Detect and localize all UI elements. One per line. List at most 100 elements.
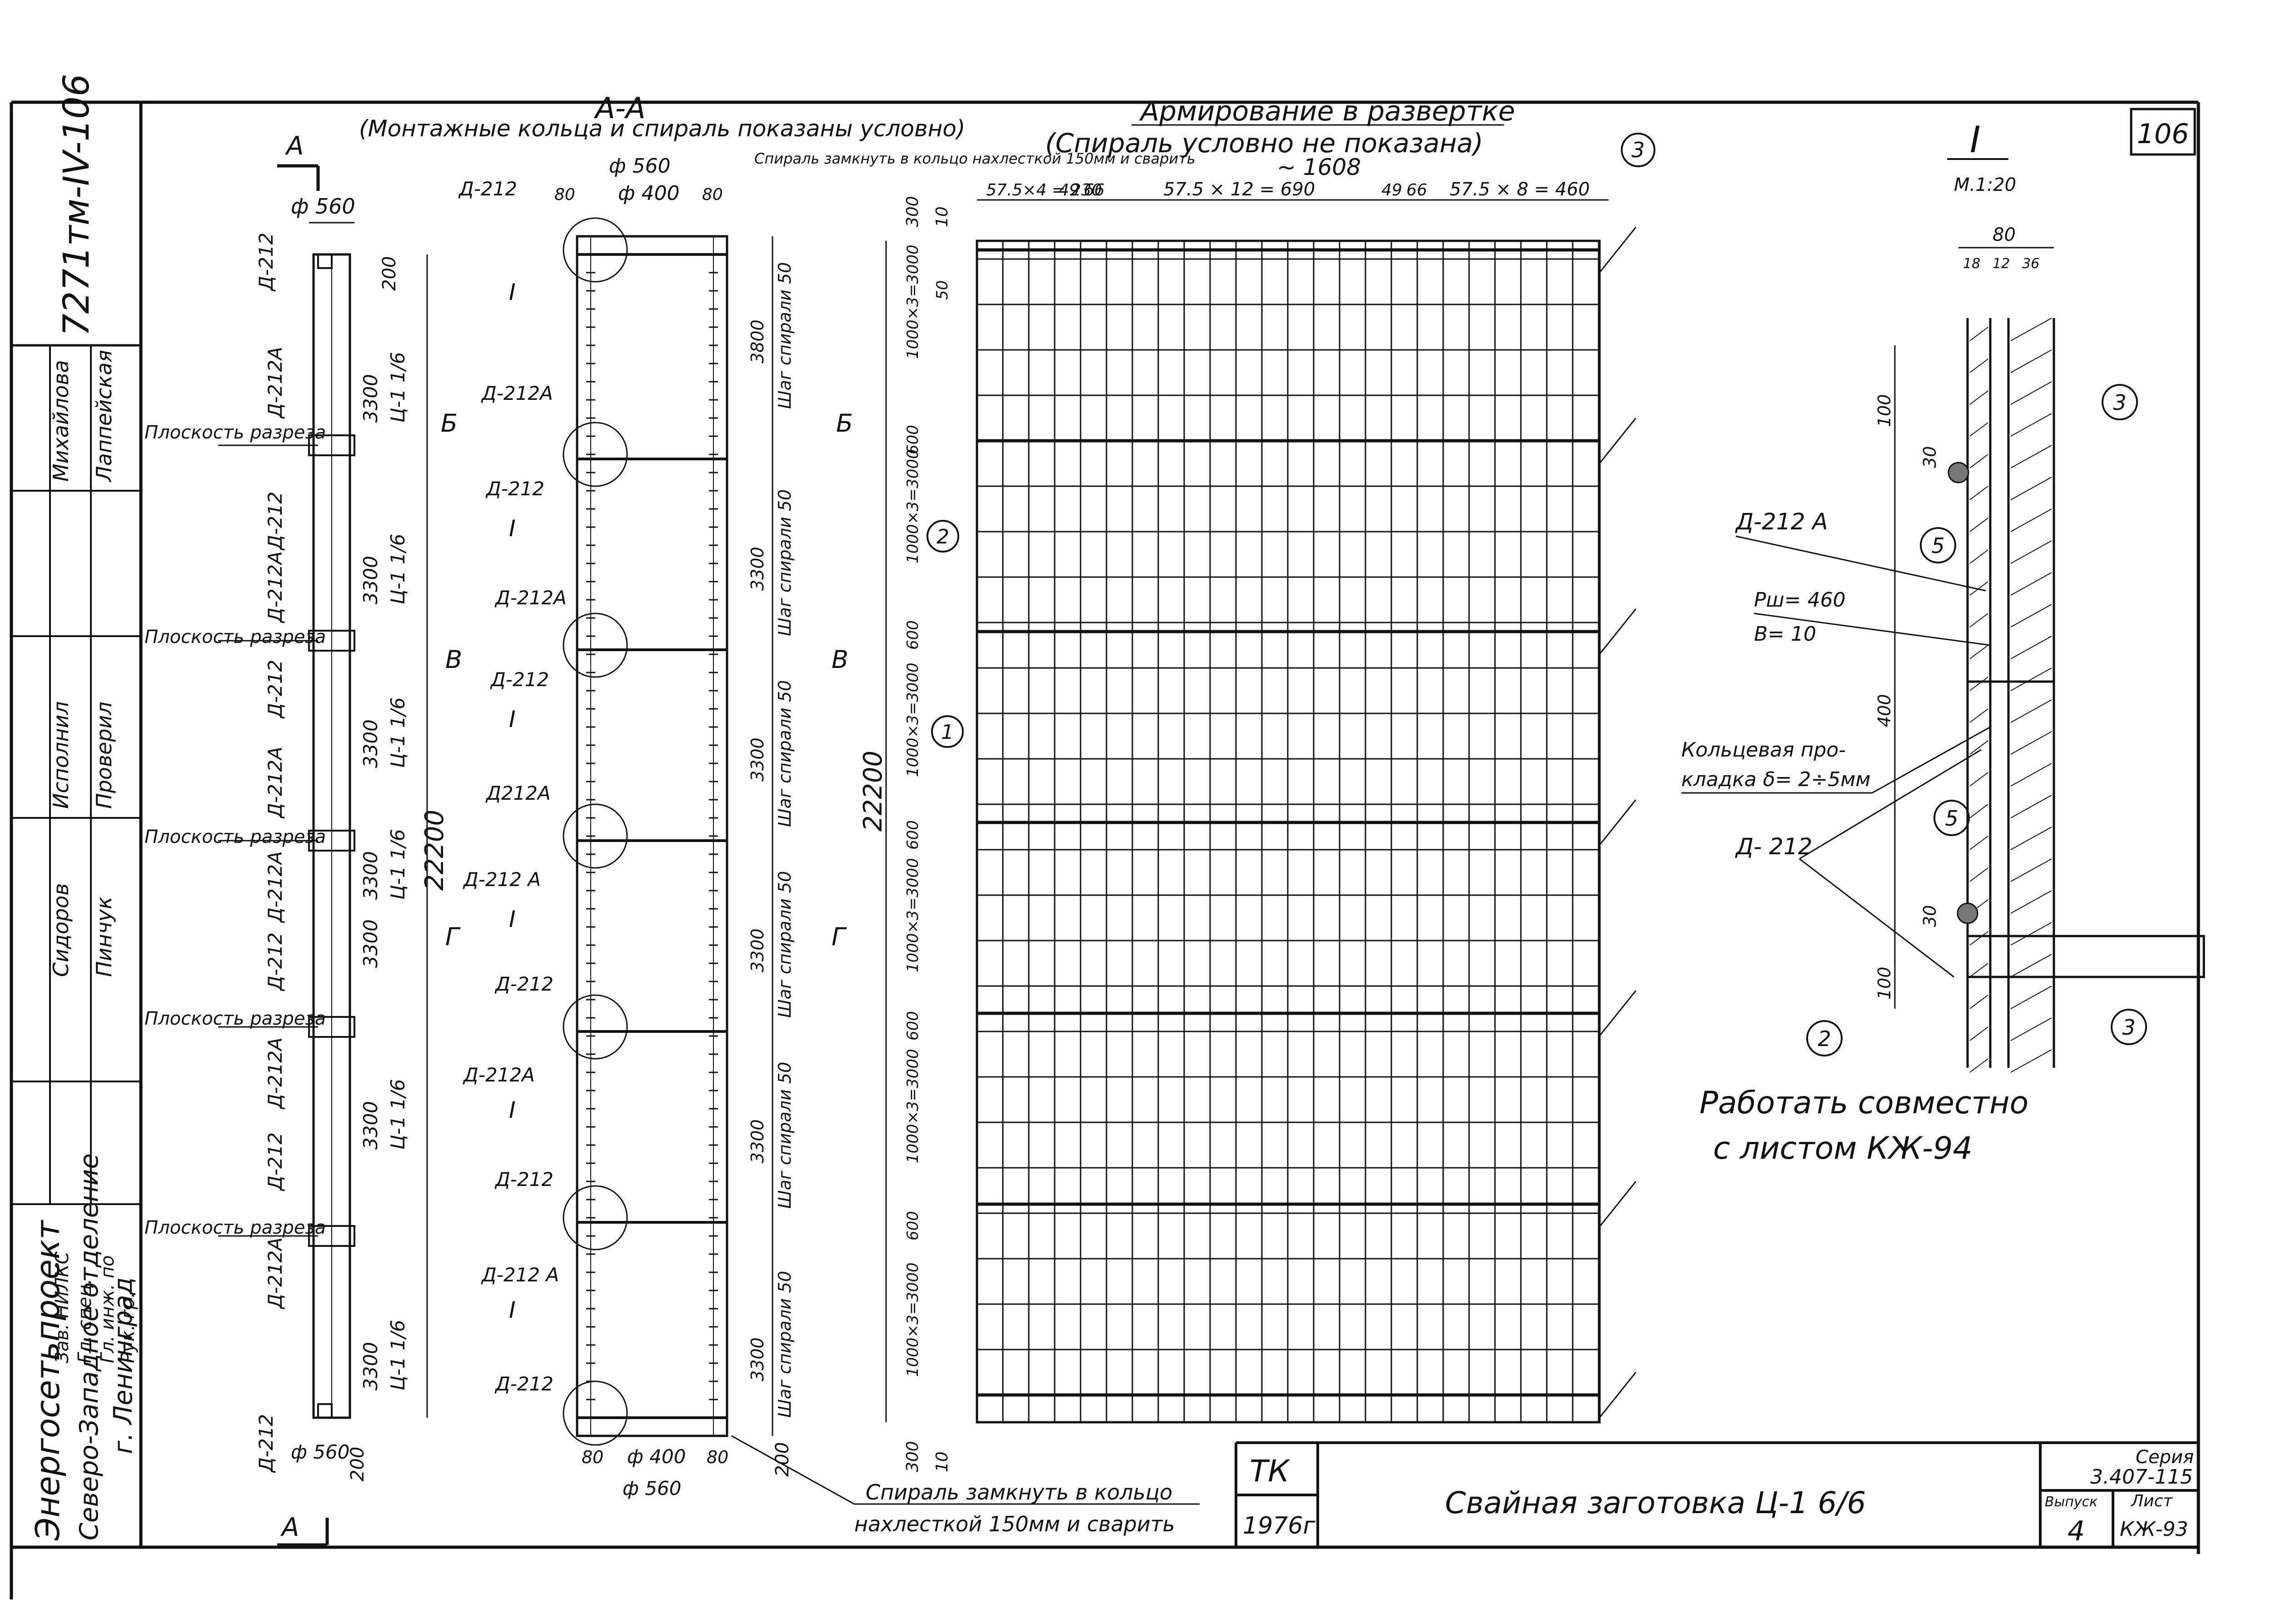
hatch-line (2010, 1017, 2052, 1041)
detail-dim: 100 (1874, 966, 1894, 1000)
section-mark: Г (445, 922, 461, 951)
detail-circle (563, 803, 628, 869)
section-plane-label: Плоскость разреза (144, 422, 326, 443)
role-title: Исполнил (49, 701, 73, 809)
left-strip: 7271тм-IV-106 Михайлова Лаппейская Испол… (11, 74, 141, 1541)
hatch-line (2010, 699, 2052, 723)
grid-leader (1599, 1372, 1637, 1418)
sheet-corner-number: 106 (2137, 118, 2189, 150)
segment-length: 3300 (359, 556, 382, 604)
joint-label: Д-212А (264, 851, 286, 923)
segment-length: 3300 (359, 919, 382, 968)
unfold-subtitle: (Спираль условно не показана) (1045, 128, 1483, 159)
width-part: 49 (1381, 181, 1402, 199)
role-title: Рук. гр. (118, 1292, 139, 1363)
section-seg-len: 3300 (747, 928, 767, 972)
section-mark-a-bottom: А (280, 1513, 299, 1542)
note-line-2: с листом КЖ-94 (1713, 1131, 1973, 1166)
section-wall: 80 (554, 185, 575, 204)
note-line-1: Работать совместно (1699, 1085, 2028, 1121)
hatch-line (2010, 858, 2052, 882)
section-pitch: Шаг спирали 50 (775, 1062, 795, 1209)
segment-length: 3300 (359, 719, 382, 768)
joint-labels: Д-212 Д-212А Д-212 Д-212А Д-212 Д-212А Д… (255, 233, 286, 1473)
hatch-line (1969, 708, 1988, 723)
band-dim: 1000×3=3000 (904, 244, 922, 359)
hatch-line (2010, 954, 2052, 977)
section-mark: В (445, 645, 462, 674)
section-bottom-dim: 200 (772, 1442, 793, 1477)
section-aa-view: А-А (Монтажные кольца и спираль показаны… (359, 92, 1200, 1536)
role-name: Михайлова (49, 360, 73, 482)
detail-title: I (1970, 119, 1981, 161)
unfold-width-parts: 57.5×4 = 230 49 66 57.5 × 12 = 690 49 66… (977, 179, 1609, 201)
spiral-note-top: Спираль замкнуть в кольцо нахлесткой 150… (754, 150, 1196, 167)
segment-code: Ц-1 1/6 (387, 534, 409, 604)
gap-dim: 600 (904, 1011, 922, 1041)
detail-circle (563, 422, 628, 487)
unfold-title: Армирование в развертке (1139, 95, 1515, 127)
unfold-total-height: 22200 (858, 751, 888, 832)
pile-tip (317, 1403, 333, 1419)
grid-leader (1599, 418, 1637, 464)
step-dim: 50 (933, 280, 952, 300)
organization-city: г. Ленинград (109, 1277, 138, 1454)
hatch-line (1969, 422, 1988, 437)
section-wall: 80 (707, 1447, 728, 1467)
gap-dim: 600 (904, 820, 922, 850)
pile-total-height: 22200 (420, 810, 449, 891)
section-label: Д-212 (485, 478, 544, 500)
section-wall: 80 (702, 185, 723, 204)
role-title: Гл. спец. (75, 1279, 95, 1363)
segment-code: Ц-1 1/6 (387, 697, 409, 768)
section-aa-note: (Монтажные кольца и спираль показаны усл… (359, 115, 965, 142)
role-title: Зав. НИЛКС (52, 1251, 73, 1363)
section-first-len: 3800 (747, 319, 767, 364)
hatch-line (2010, 477, 2052, 500)
pile-top-dim: 200 (379, 256, 400, 291)
detail-callout: I (509, 1297, 516, 1323)
segment-length: 3300 (359, 374, 382, 423)
titleblock-stamp: ТК (1250, 1454, 1290, 1489)
pile-joints (218, 254, 355, 1419)
section-label: Д-212 (458, 178, 517, 200)
sheet-frame (10, 100, 2200, 1599)
hatch-line (1969, 677, 1988, 691)
grid-leader (1599, 1181, 1637, 1227)
segment-code: Ц-1 1/6 (387, 829, 409, 900)
spiral-note-bottom-2: нахлесткой 150мм и сварить (854, 1512, 1175, 1536)
drawing-code: 7271тм-IV-106 (56, 74, 97, 336)
hatch-line (2010, 668, 2052, 691)
callout-number: 3 (1631, 138, 1644, 162)
section-outer-diameter: ф 560 (623, 1477, 681, 1499)
section-pitch: Шаг спирали 50 (775, 680, 795, 827)
segment-code: Ц-1 1/6 (387, 1320, 409, 1390)
callout-number: 1 (941, 721, 954, 744)
series-value: 3.407-115 (2090, 1465, 2193, 1489)
work-note: Работать совместно с листом КЖ-94 (1699, 1085, 2028, 1166)
title-block: ТК 1976г Свайная заготовка Ц-1 6/6 Серия… (1235, 1441, 2198, 1547)
section-label: Д-212 А (481, 1264, 559, 1286)
pile-bottom-dim: 200 (347, 1447, 368, 1481)
section-plane-label: Плоскость разреза (144, 627, 326, 648)
unfold-width: ~ 1608 (1277, 154, 1361, 180)
hatch-line (1969, 1058, 1988, 1073)
section-rings (563, 217, 727, 1446)
grid-leader (1599, 608, 1637, 655)
detail-part: 36 (2022, 256, 2039, 272)
hatch-line (1969, 581, 1988, 596)
segment-labels: 3300 Ц-1 1/6 3300 Ц-1 1/6 3300 Ц-1 1/6 3… (359, 352, 409, 1390)
joint-label: Д-212 (264, 492, 286, 551)
joint-label: Д-212 (255, 233, 277, 292)
detail-callout: I (509, 1097, 516, 1123)
hatch-line (2010, 572, 2052, 596)
detail-part: 18 (1963, 256, 1980, 272)
joint-label: Д-212 (264, 932, 286, 991)
issue-value: 4 (2068, 1515, 2085, 1547)
detail-label: Д- 212 (1735, 833, 1812, 860)
hatch-line (2010, 445, 2052, 468)
joint-label: Д-212 (264, 660, 286, 719)
sheet-label: Лист (2130, 1492, 2173, 1510)
hatch-line (2010, 508, 2052, 532)
